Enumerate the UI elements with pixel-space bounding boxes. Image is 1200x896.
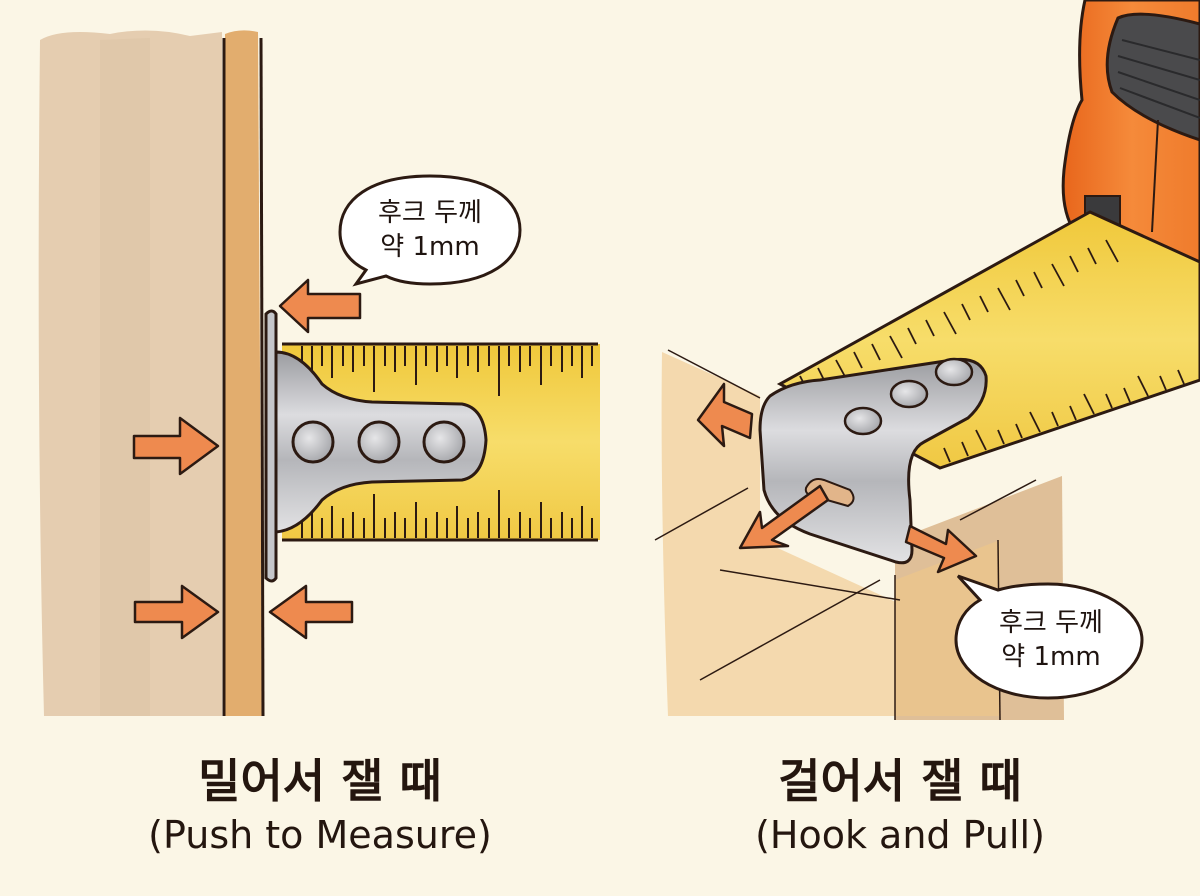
rivet: [889, 379, 929, 409]
callout-bubble-right: [954, 574, 1144, 700]
callout-bubble-left: [338, 174, 522, 287]
arrow-right-icon: [132, 416, 220, 476]
rivet: [422, 420, 466, 464]
right-panel-illustration: [654, 0, 1200, 721]
caption-left-korean: 밀어서 잴 때: [198, 754, 442, 808]
hook-right: [758, 357, 988, 565]
wall-edge-strip: [225, 30, 262, 716]
callout-right: 후크 두께 약 1mm: [966, 606, 1136, 674]
rivet: [357, 420, 401, 464]
caption-right-korean: 걸어서 잴 때: [778, 754, 1022, 808]
hook-left: [264, 309, 488, 583]
caption-right-english: (Hook and Pull): [755, 813, 1045, 857]
rivet: [291, 420, 335, 464]
double-arrow-icon: [738, 484, 830, 550]
double-arrow-icon: [904, 524, 978, 574]
rivet: [934, 357, 974, 387]
callout-left: 후크 두께 약 1mm: [350, 196, 510, 264]
caption-left-english: (Push to Measure): [148, 813, 492, 857]
caption-right: 걸어서 잴 때 (Hook and Pull): [640, 752, 1160, 860]
callout-left-line2: 약 1mm: [380, 232, 480, 262]
callout-right-line2: 약 1mm: [1001, 642, 1101, 672]
arrow-right-icon: [133, 584, 220, 640]
callout-left-line1: 후크 두께: [378, 198, 482, 228]
caption-left: 밀어서 잴 때 (Push to Measure): [60, 752, 580, 860]
double-arrow-icon: [696, 382, 754, 448]
arrow-left-icon: [278, 278, 362, 334]
wall-shade: [100, 38, 150, 716]
left-panel-illustration: [38, 30, 600, 717]
rivet: [843, 406, 883, 436]
callout-right-line1: 후크 두께: [999, 608, 1103, 638]
arrow-left-icon: [268, 584, 354, 640]
